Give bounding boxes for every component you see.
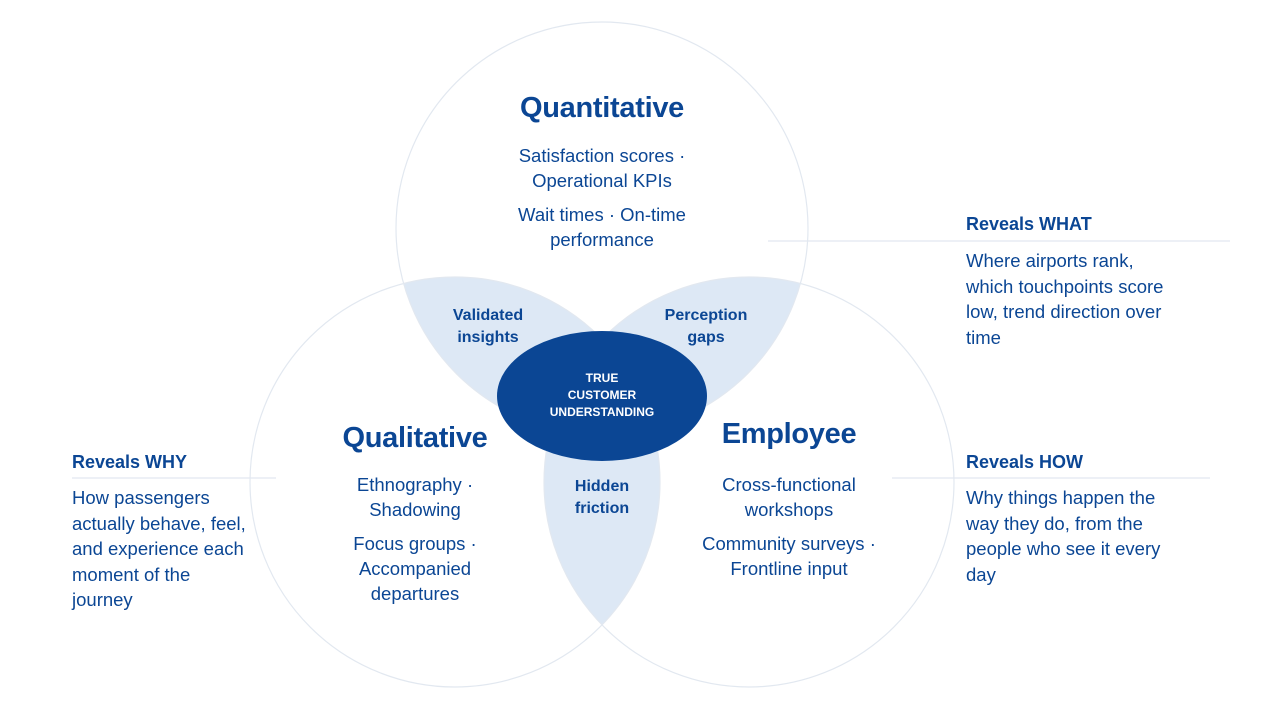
employee-line: Cross-functional <box>722 474 856 495</box>
side-line: low, trend direction over <box>966 301 1162 322</box>
qualitative-line: Focus groups · <box>353 533 477 554</box>
reveals-how-text: Why things happen the way they do, from … <box>966 485 1226 587</box>
employee-methods: Cross-functional workshops Community sur… <box>639 472 939 581</box>
employee-title: Employee <box>721 418 857 450</box>
reveals-what-text: Where airports rank, which touchpoints s… <box>966 248 1226 350</box>
center-line: CUSTOMER <box>567 388 637 402</box>
center-label: TRUE CUSTOMER UNDERSTANDING <box>522 370 682 421</box>
overlap-label-perception: Perception gaps <box>636 305 776 349</box>
side-line: moment of the <box>72 563 191 585</box>
qualitative-line: Ethnography · <box>356 474 474 495</box>
overlap-line: Perception <box>664 307 748 324</box>
qualitative-line: Shadowing <box>369 499 461 520</box>
side-line: day <box>966 563 996 585</box>
side-line: which touchpoints score <box>966 275 1164 297</box>
quantitative-line: Satisfaction scores · <box>518 145 686 166</box>
qualitative-methods: Ethnography · Shadowing Focus groups · A… <box>265 472 565 606</box>
employee-line: workshops <box>744 499 834 520</box>
side-line: Why things happen the <box>966 487 1156 508</box>
qualitative-title: Qualitative <box>342 422 488 454</box>
employee-line: Frontline input <box>730 558 848 579</box>
side-line: actually behave, feel, <box>72 512 246 534</box>
side-line: and experience each <box>72 538 244 559</box>
overlap-label-validated: Validated insights <box>418 305 558 349</box>
center-ellipse <box>497 331 707 461</box>
side-line: journey <box>72 589 133 610</box>
overlap-line: gaps <box>687 329 725 346</box>
side-line: Where airports rank, <box>966 250 1134 271</box>
reveals-why-text: How passengers actually behave, feel, an… <box>72 485 282 613</box>
reveals-how-heading: Reveals HOW <box>966 452 1084 472</box>
side-line: How passengers <box>72 487 210 508</box>
overlap-line: insights <box>457 329 519 346</box>
quantitative-title: Quantitative <box>520 92 684 124</box>
circle-qualitative <box>249 276 661 688</box>
quantitative-line: Wait times · On-time <box>518 204 686 225</box>
center-line: UNDERSTANDING <box>549 405 655 419</box>
overlap-line: Validated <box>452 307 524 324</box>
qualitative-line: Accompanied <box>358 558 472 579</box>
side-line: people who see it every <box>966 538 1161 559</box>
overlap-line: Hidden <box>574 478 630 495</box>
qualitative-line: departures <box>370 583 460 604</box>
quantitative-metrics: Satisfaction scores · Operational KPIs W… <box>452 143 752 252</box>
reveals-what-heading: Reveals WHAT <box>966 214 1092 234</box>
circle-employee <box>543 276 955 688</box>
overlap-line: friction <box>574 500 630 517</box>
center-line: TRUE <box>585 371 619 385</box>
quantitative-line: performance <box>550 229 654 250</box>
reveals-why-heading: Reveals WHY <box>72 452 188 472</box>
employee-line: Community surveys · <box>702 533 876 554</box>
side-line: time <box>966 326 1001 348</box>
overlap-label-hidden: Hidden friction <box>532 476 672 520</box>
quantitative-line: Operational KPIs <box>532 170 672 191</box>
side-line: way they do, from the <box>966 512 1143 534</box>
